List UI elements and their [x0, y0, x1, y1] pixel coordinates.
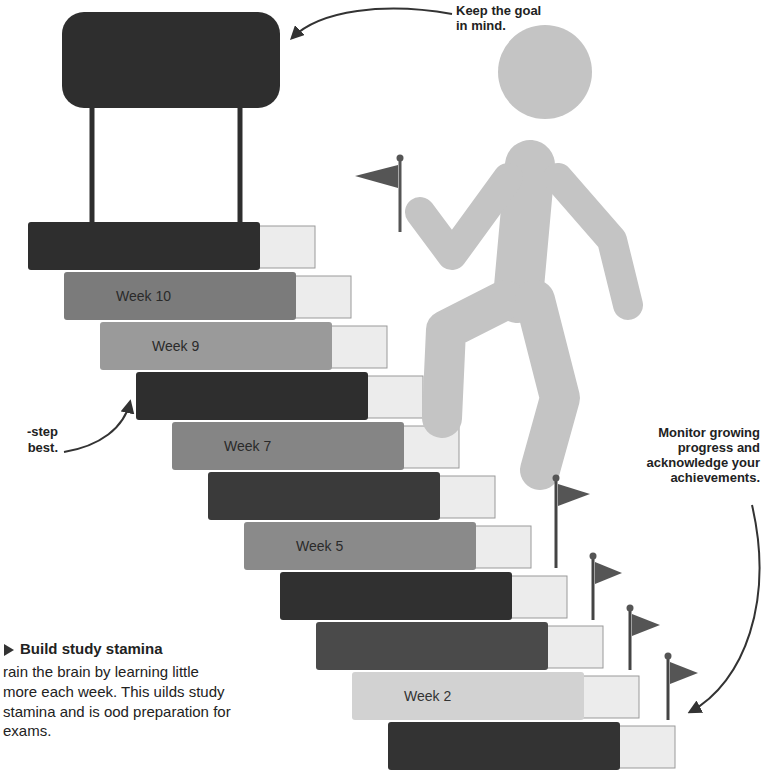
callout-arrow	[690, 505, 759, 712]
held-flag	[355, 155, 404, 233]
book-step: Week 9	[100, 322, 332, 370]
callout-note: Keep the goal in mind.	[456, 4, 552, 34]
section-heading: Build study stamina	[20, 640, 240, 658]
book-step: Week 2	[352, 672, 584, 720]
book-step: Week 10	[64, 272, 296, 320]
callout-note: Monitor growing progress and acknowledge…	[636, 426, 760, 486]
week-label: Week 5	[296, 538, 343, 554]
body-text: rain the brain by learning little more e…	[3, 662, 235, 741]
goal-board	[62, 12, 280, 108]
week-label: Week 7	[224, 438, 271, 454]
progress-flag	[553, 475, 699, 721]
figure-head	[498, 25, 592, 119]
board-leg	[90, 100, 95, 224]
week-label: Week 9	[152, 338, 199, 354]
stick-figure	[420, 165, 628, 470]
board-leg	[238, 100, 243, 224]
book-step: Week 7	[172, 422, 404, 470]
callout-arrow	[64, 402, 130, 452]
callout-note: -step best.	[0, 424, 58, 457]
week-label: Week 10	[116, 288, 171, 304]
callout-arrow	[292, 9, 452, 38]
heading-bullet	[4, 644, 14, 656]
book-step: Week 5	[244, 522, 476, 570]
week-label: Week 2	[404, 688, 451, 704]
